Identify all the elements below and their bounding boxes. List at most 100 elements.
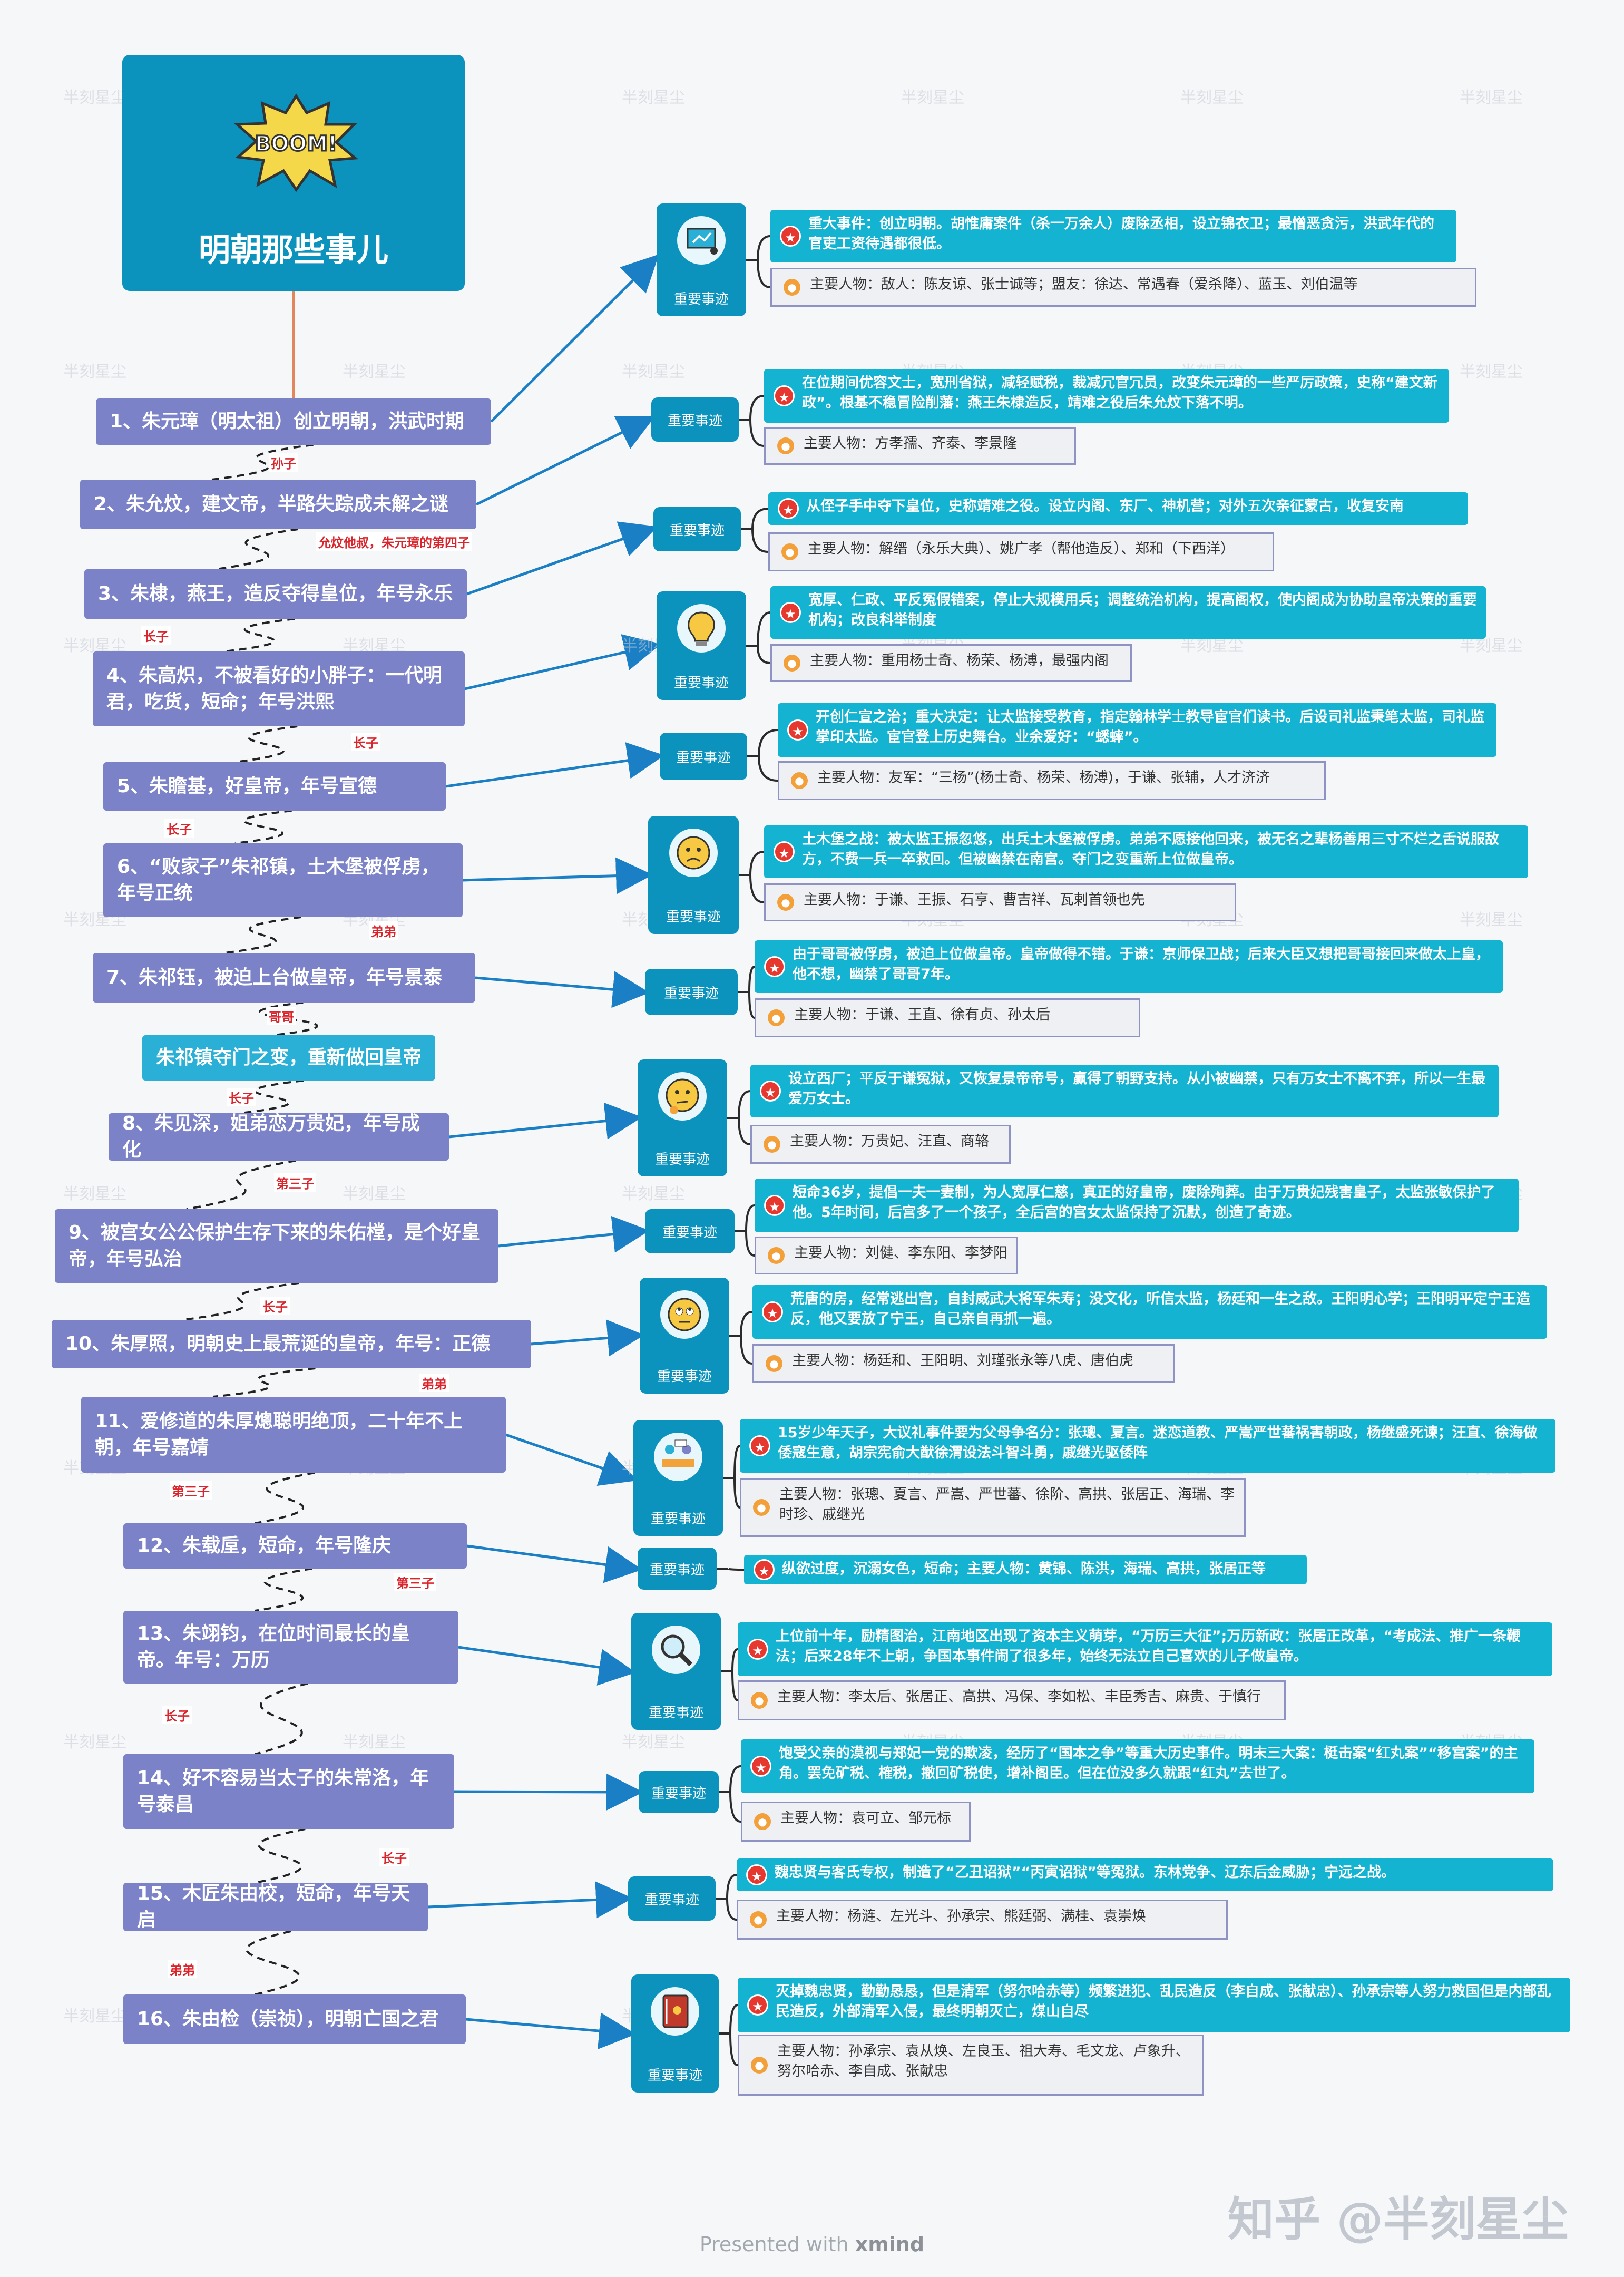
emperor-node[interactable]: 15、木匠朱由校，短命，年号天启 — [123, 1883, 428, 1931]
bracket-connector — [729, 2033, 738, 2066]
key-people-text: 主要人物：于谦、王振、石亨、曹吉祥、瓦剌首领也先 — [804, 892, 1145, 908]
emperor-to-hub-arrow — [475, 415, 656, 506]
bracket-connector — [733, 1445, 740, 1478]
key-people[interactable]: ●主要人物：刘健、李东阳、李梦阳 — [755, 1237, 1018, 1274]
emperor-node[interactable]: 4、朱高炽，不被看好的小胖子：一代明君，吃货，短命；年号洪熙 — [93, 651, 465, 726]
watermark-tile: 半刻星尘 — [622, 363, 685, 381]
watermark-tile: 半刻星尘 — [63, 1185, 126, 1203]
key-people[interactable]: ● 主要人物：杨涟、左光斗、孙承宗、熊廷弼、满桂、袁崇焕 — [737, 1900, 1228, 1940]
key-people[interactable]: ●主要人物：于谦、王直、徐有贞、孙太后 — [755, 998, 1140, 1037]
lineage-connector — [240, 1079, 304, 1114]
bracket-connector — [749, 419, 765, 447]
key-people[interactable]: ●主要人物：敌人：陈友谅、张士诚等；盟友：徐达、常遇春（爱杀降）、蓝玉、刘伯温等 — [770, 268, 1476, 307]
person-icon: ● — [750, 1911, 767, 1928]
key-people[interactable]: ●主要人物：李太后、张居正、高拱、冯保、李如松、丰臣秀吉、麻贵、于慎行 — [738, 1680, 1286, 1720]
watermark-tile: 半刻星尘 — [622, 89, 685, 107]
emperor-node[interactable]: 9、被宫女公公保护生存下来的朱佑樘，是个好皇帝，年号弘治 — [55, 1209, 498, 1283]
presentation-icon — [677, 216, 726, 265]
map-title: 明朝那些事儿 — [199, 232, 388, 269]
event-summary[interactable]: ★开创仁宣之治；重大决定：让太监接受教育，指定翰林学士教导宦官们读书。后设司礼监… — [778, 703, 1496, 757]
person-icon: ● — [764, 1136, 780, 1153]
event-summary[interactable]: ★纵欲过度，沉溺女色，短命；主要人物：黄锦、陈洪，海瑞、高拱，张居正等 — [744, 1555, 1307, 1584]
key-people-text: 主要人物：友军：“三杨”(杨士奇、杨荣、杨溥)，于谦、张辅，人才济济 — [817, 770, 1270, 786]
emperor-node[interactable]: 16、朱由检（崇祯），明朝亡国之君 — [123, 1994, 466, 2044]
star-icon: ★ — [762, 1301, 783, 1322]
key-people[interactable]: ●主要人物：万贵妃、汪直、商辂 — [750, 1125, 1011, 1164]
emperor-node[interactable]: 10、朱厚照，明朝史上最荒诞的皇帝，年号：正德 — [52, 1320, 531, 1368]
emperor-node[interactable]: 14、好不容易当太子的朱常洛，年号泰昌 — [123, 1754, 454, 1829]
emperor-node[interactable]: 3、朱棣，燕王，造反夺得皇位，年号永乐 — [84, 569, 467, 619]
lineage-connector — [212, 1367, 316, 1398]
event-summary-text: 开创仁宣之治；重大决定：让太监接受教育，指定翰林学士教导宦官们读书。后设司礼监秉… — [816, 709, 1484, 745]
event-summary-text: 上位前十年，励精图治，江南地区出现了资本主义萌芽，“万历三大征”;万历新政：张居… — [776, 1628, 1521, 1665]
bracket-connector — [733, 1477, 740, 1509]
title-card[interactable]: BOOM! 明朝那些事儿 — [122, 55, 465, 291]
lineage-connector — [211, 444, 314, 481]
emperor-node[interactable]: 2、朱允炆，建文帝，半路失踪成未解之谜 — [80, 480, 476, 529]
footer-prefix: Presented with — [699, 2233, 849, 2256]
event-hub[interactable]: 重要事迹 — [651, 397, 739, 442]
event-hub-label: 重要事迹 — [648, 1705, 703, 1721]
event-summary[interactable]: ★15岁少年天子，大议礼事件要为父母争名分：张璁、夏言。迷恋道教、严嵩严世蕃祸害… — [740, 1419, 1555, 1473]
bracket-connector — [729, 1765, 741, 1793]
emperor-node[interactable]: 6、“败家子”朱祁镇，土木堡被俘虏，年号正统 — [103, 843, 463, 917]
event-summary[interactable]: ★土木堡之战：被太监王振忽悠，出兵土木堡被俘虏。弟弟不愿接他回来，被无名之辈杨善… — [764, 825, 1528, 878]
event-hub-label: 重要事迹 — [663, 985, 719, 1001]
emperor-node[interactable]: 13、朱翊钧，在位时间最长的皇帝。年号：万历 — [123, 1611, 458, 1684]
event-hub[interactable]: 重要事迹 — [645, 1209, 735, 1253]
event-summary[interactable]: ★设立西厂；平反于谦冤狱，又恢复景帝帝号，赢得了朝野支持。从小被幽禁，只有万女士… — [750, 1065, 1499, 1117]
event-summary[interactable]: ★宽厚、仁政、平反冤假错案，停止大规模用兵；调整统治机构，提高阁权，使内阁成为协… — [770, 586, 1486, 639]
key-people[interactable]: ●主要人物：袁可立、邹元标 — [741, 1802, 971, 1842]
star-icon: ★ — [780, 602, 801, 623]
event-summary[interactable]: ★重大事件：创立明朝。胡惟庸案件（杀一万余人）废除丞相，设立锦衣卫；最憎恶贪污，… — [770, 210, 1456, 262]
key-people[interactable]: ●主要人物：杨廷和、王阳明、刘瑾张永等八虎、唐伯虎 — [752, 1344, 1175, 1383]
key-people[interactable]: ●主要人物：孙承宗、袁从焕、左良玉、祖大寿、毛文龙、卢象升、努尔哈赤、李自成、张… — [738, 2035, 1204, 2096]
event-hub[interactable]: 重要事迹 — [638, 1548, 717, 1590]
event-hub[interactable]: 重要事迹 — [633, 1420, 723, 1536]
event-summary[interactable]: ★荒唐的房，经常逃出宫，自封威武大将军朱寿；没文化，听信太监，杨廷和一生之敌。王… — [752, 1285, 1547, 1339]
key-people-text: 主要人物：杨廷和、王阳明、刘瑾张永等八虎、唐伯虎 — [792, 1352, 1133, 1369]
emperor-node[interactable]: 11、爱修道的朱厚熜聪明绝顶，二十年不上朝，年号嘉靖 — [81, 1397, 506, 1473]
key-people[interactable]: ●主要人物：重用杨士奇、杨荣、杨溥，最强内阁 — [770, 644, 1132, 682]
event-hub[interactable]: 重要事迹 — [638, 1059, 727, 1176]
lineage-connector — [186, 1160, 296, 1210]
emperor-node[interactable]: 1、朱元璋（明太祖）创立明朝，洪武时期 — [96, 398, 491, 445]
lineage-connector — [255, 1682, 308, 1755]
emperor-node-restoration[interactable]: 朱祁镇夺门之变，重新做回皇帝 — [142, 1035, 435, 1081]
event-summary[interactable]: ★短命36岁，提倡一夫一妻制，为人宽厚仁慈，真正的好皇帝，废除殉葬。由于万贵妃残… — [755, 1179, 1519, 1232]
event-hub[interactable]: 重要事迹 — [657, 203, 746, 316]
event-summary[interactable]: ★魏忠贤与客氏专权，制造了“乙丑诏狱”“丙寅诏狱”等冤狱。东林党争、辽东后金威胁… — [737, 1858, 1553, 1891]
event-summary-text: 短命36岁，提倡一夫一妻制，为人宽厚仁慈，真正的好皇帝，废除殉葬。由于万贵妃残害… — [793, 1184, 1495, 1221]
event-hub[interactable]: 重要事迹 — [640, 1278, 729, 1394]
emperor-node[interactable]: 5、朱瞻基，好皇帝，年号宣德 — [103, 762, 446, 811]
event-hub[interactable]: 重要事迹 — [653, 507, 741, 551]
event-hub[interactable]: 重要事迹 — [628, 1876, 716, 1921]
event-summary[interactable]: ★由于哥哥被俘虏，被迫上位做皇帝。皇帝做得不错。于谦：京师保卫战；后来大臣又想把… — [755, 940, 1503, 993]
key-people[interactable]: ●主要人物：解缙（永乐大典）、姚广孝（帮他造反）、郑和（下西洋） — [768, 532, 1274, 571]
event-summary[interactable]: ★灭掉魏忠贤，勤勤恳恳，但是清军（努尔哈赤等）频繁进犯、乱民造反（李自成、张献忠… — [738, 1978, 1570, 2032]
emperor-node[interactable]: 12、朱载垕，短命，年号隆庆 — [123, 1523, 467, 1569]
event-hub[interactable]: 重要事迹 — [645, 969, 738, 1015]
event-hub[interactable]: 重要事迹 — [648, 816, 739, 934]
event-hub[interactable]: 重要事迹 — [631, 1613, 721, 1730]
event-summary[interactable]: ★在位期间优容文士，宽刑省狱，减轻赋税，裁减冗官冗员，改变朱元璋的一些严厉政策，… — [764, 369, 1449, 423]
emperor-to-hub-arrow — [448, 1102, 642, 1140]
event-summary[interactable]: ★上位前十年，励精图治，江南地区出现了资本主义萌芽，“万历三大征”;万历新政：张… — [738, 1622, 1552, 1676]
bracket-connector — [758, 756, 778, 782]
event-hub[interactable]: 重要事迹 — [639, 1771, 719, 1813]
emperor-node[interactable]: 7、朱祁钰，被迫上台做皇帝，年号景泰 — [93, 953, 475, 1003]
event-summary[interactable]: ★饱受父亲的漠视与郑妃一党的欺凌，经历了“国本之争”等重大历史事件。明末三大案：… — [741, 1739, 1534, 1793]
event-hub[interactable]: 重要事迹 — [660, 733, 747, 780]
key-people[interactable]: ●主要人物：友军：“三杨”(杨士奇、杨荣、杨溥)，于谦、张辅，人才济济 — [778, 761, 1326, 800]
key-people[interactable]: ●主要人物：张璁、夏言、严嵩、严世蕃、徐阶、高拱、张居正、海瑞、李时珍、戚继光 — [740, 1478, 1246, 1537]
event-hub[interactable]: 重要事迹 — [631, 1974, 719, 2093]
key-people-text: 主要人物：杨涟、左光斗、孙承宗、熊廷弼、满桂、袁崇焕 — [776, 1908, 1146, 1924]
event-hub-label: 重要事迹 — [662, 1224, 717, 1241]
key-people[interactable]: ●主要人物：方孝孺、齐泰、李景隆 — [764, 427, 1076, 465]
event-hub[interactable]: 重要事迹 — [657, 591, 746, 700]
event-summary[interactable]: ★从侄子手中夺下皇位，史称靖难之役。设立内阁、东厂、神机营；对外五次亲征蒙古，收… — [768, 492, 1468, 525]
emperor-node[interactable]: 8、朱见深，姐弟恋万贵妃，年号成化 — [109, 1113, 449, 1161]
bracket-connector — [751, 529, 769, 553]
key-people[interactable]: ●主要人物：于谦、王振、石亨、曹吉祥、瓦剌首领也先 — [764, 883, 1236, 921]
event-hub-label: 重要事迹 — [666, 909, 721, 925]
